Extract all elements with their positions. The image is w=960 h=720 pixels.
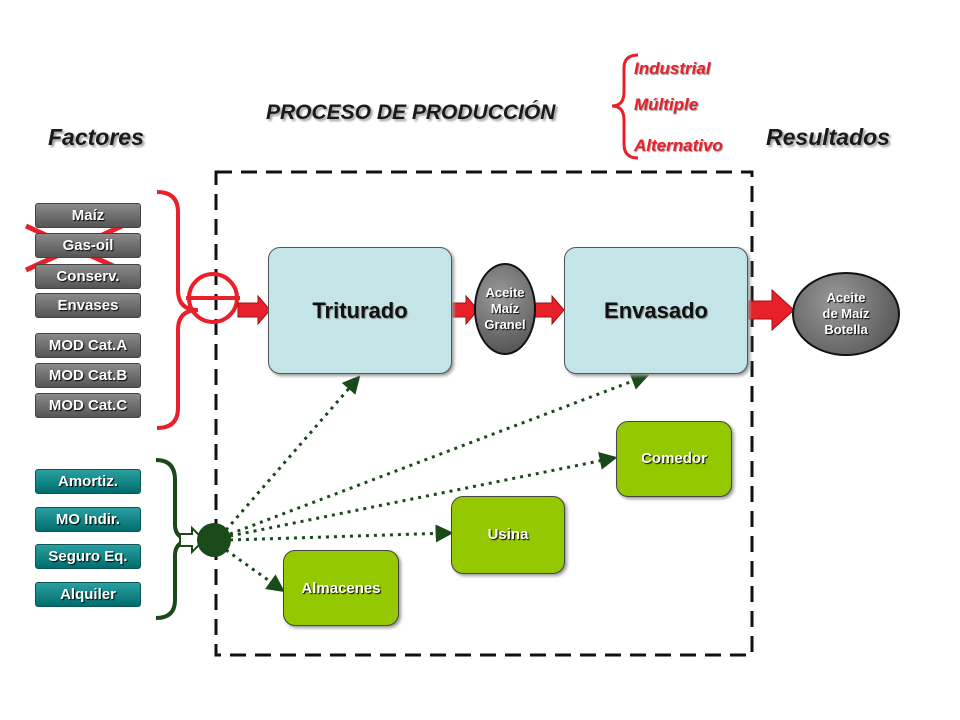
service-almacenes-label: Almacenes [301, 580, 381, 597]
service-usina-label: Usina [487, 526, 529, 543]
factor-maiz: Maíz [35, 203, 141, 228]
indirect-cost-node [197, 523, 231, 557]
intermediate-line-3: Granel [484, 317, 526, 332]
factor-amortiz: Amortiz. [35, 469, 141, 494]
intermediate-line-1: Aceite [485, 285, 525, 300]
process-envasado-label: Envasado [604, 297, 708, 323]
process-triturado-label: Triturado [312, 297, 408, 323]
resultados-heading: Resultados [766, 124, 890, 150]
result-line-2: de Maíz [822, 306, 870, 321]
alloc-line-comedor [229, 452, 618, 538]
process-type-industrial: Industrial [634, 59, 711, 78]
indirect-arrow [179, 525, 206, 555]
factor-gasoil-crossed: Gas-oil [35, 233, 141, 258]
intermediate-product: Aceite Maíz Granel [474, 263, 536, 355]
factor-seguro-eq: Seguro Eq. [35, 544, 141, 569]
page-title: PROCESO DE PRODUCCIÓN [266, 101, 556, 124]
factor-conserv: Conserv. [35, 264, 141, 289]
process-types-bracket [611, 53, 639, 160]
alloc-line-envasado [229, 372, 650, 536]
arrow-triturado-to-aceite [451, 294, 479, 326]
result-line-3: Botella [824, 322, 868, 337]
alloc-line-almacenes [225, 548, 285, 593]
process-triturado: Triturado [268, 247, 452, 374]
process-type-multiple: Múltiple [634, 95, 699, 114]
service-comedor-label: Comedor [641, 450, 707, 467]
result-product: Aceite de Maíz Botella [792, 272, 900, 356]
alloc-line-usina [229, 524, 454, 543]
arrow-to-triturado [237, 294, 271, 326]
result-line-1: Aceite [826, 290, 866, 305]
alloc-line-triturado [224, 375, 361, 531]
service-usina: Usina [451, 496, 565, 574]
service-comedor: Comedor [616, 421, 732, 497]
intermediate-line-2: Maíz [490, 301, 520, 316]
factor-mod-cat-b: MOD Cat.B [35, 363, 141, 388]
factor-alquiler: Alquiler [35, 582, 141, 607]
direct-factors-brace [156, 190, 199, 430]
process-envasado: Envasado [564, 247, 748, 374]
factor-mod-cat-c: MOD Cat.C [35, 393, 141, 418]
process-type-alternativo: Alternativo [634, 136, 723, 155]
factor-envases: Envases [35, 293, 141, 318]
process-boundary [214, 170, 754, 657]
factor-mod-cat-a: MOD Cat.A [35, 333, 141, 358]
factores-heading: Factores [48, 124, 144, 150]
service-almacenes: Almacenes [283, 550, 399, 626]
factor-mo-indir: MO Indir. [35, 507, 141, 532]
arrow-envasado-to-result [745, 288, 795, 332]
